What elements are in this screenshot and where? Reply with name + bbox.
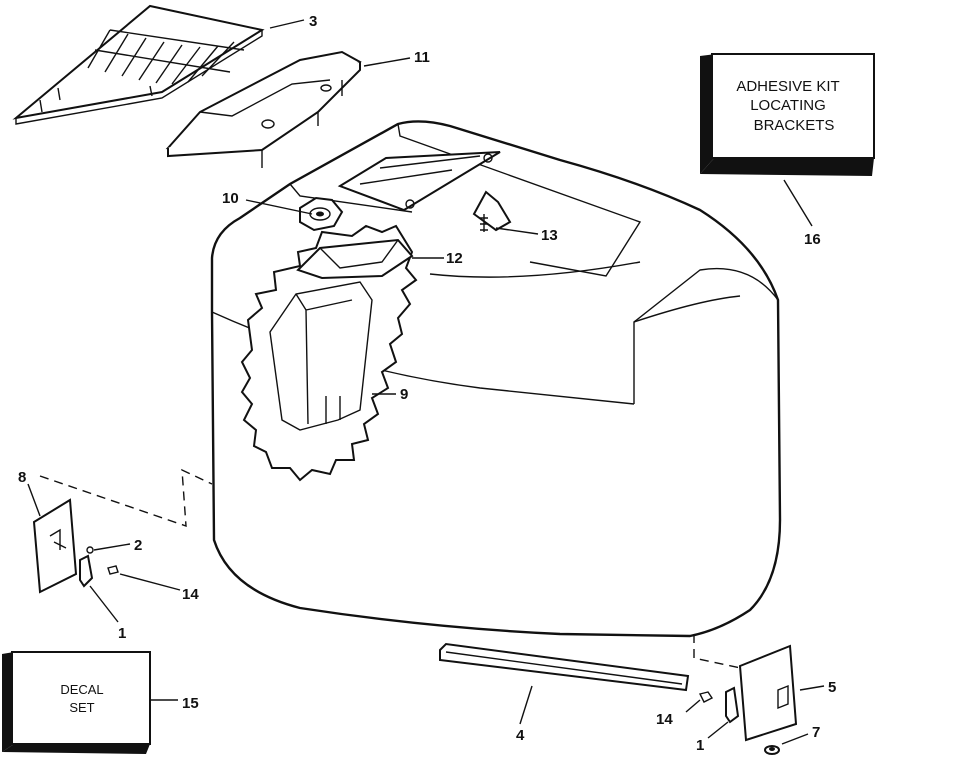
- callout-15: 15: [182, 695, 199, 712]
- callout-13: 13: [541, 227, 558, 244]
- engine-cowl: [210, 120, 782, 638]
- adhesive-kit-box: ADHESIVE KIT LOCATING BRACKETS: [700, 53, 875, 176]
- callout-14-left: 14: [182, 586, 199, 603]
- callout-8: 8: [18, 469, 26, 486]
- callout-10: 10: [222, 190, 239, 207]
- part-11-cover-plate: [165, 50, 362, 168]
- decal-set-line1: DECAL: [60, 682, 103, 697]
- callout-16: 16: [804, 231, 821, 248]
- callout-2: 2: [134, 537, 142, 554]
- leader-lines: [27, 19, 825, 745]
- callout-1-left: 1: [118, 625, 126, 642]
- callout-4: 4: [516, 727, 525, 744]
- callout-3: 3: [309, 13, 317, 30]
- right-bracket-assembly: [693, 634, 798, 755]
- callout-11: 11: [414, 49, 430, 66]
- adhesive-kit-line1: ADHESIVE KIT: [736, 78, 839, 95]
- callout-14-right: 14: [656, 711, 673, 728]
- decal-set-box: DECAL SET: [2, 651, 151, 754]
- decal-set-line2: SET: [69, 700, 94, 715]
- callout-labels: 3 11 10 12 13 9 16 8 2 14 1 15 4 14 1 5 …: [18, 13, 836, 754]
- part-3-vent-grille: [12, 4, 265, 125]
- left-bracket-assembly: [32, 468, 213, 594]
- callout-5: 5: [828, 679, 836, 696]
- callout-1-right: 1: [696, 737, 704, 754]
- adhesive-kit-line2: LOCATING: [750, 97, 826, 114]
- part-4-seal-strip: [439, 642, 690, 692]
- callout-9: 9: [400, 386, 408, 403]
- callout-12: 12: [446, 250, 463, 267]
- callout-7: 7: [812, 724, 820, 741]
- adhesive-kit-line3: BRACKETS: [754, 117, 835, 134]
